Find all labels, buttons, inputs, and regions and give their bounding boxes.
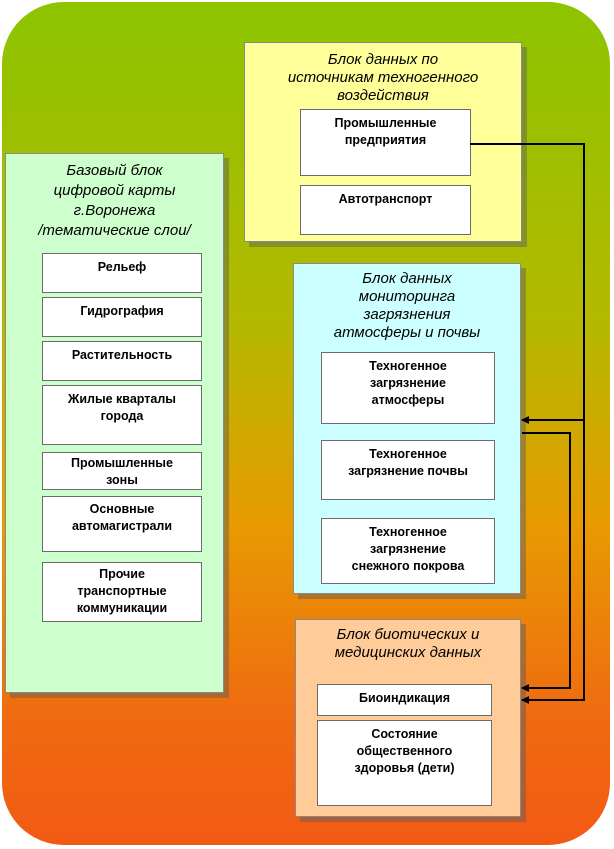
item-motor-transport: Автотранспорт — [300, 185, 471, 235]
connector-monitoring-to-biotic — [521, 432, 571, 692]
block-base-digital-map: Базовый блок цифровой карты г.Воронежа /… — [5, 153, 224, 693]
layer-relief: Рельеф — [42, 253, 202, 293]
block-title: Блок данных мониторинга загрязнения атмо… — [333, 270, 481, 341]
block-title: Блок данных по источникам техногенного в… — [287, 51, 479, 104]
connector-sources-to-biotic — [521, 420, 585, 704]
item-snow-pollution: Техногенное загрязнение снежного покрова — [321, 518, 495, 584]
block-pollution-monitoring: Блок данных мониторинга загрязнения атмо… — [293, 263, 521, 594]
item-children-health: Состояние общественного здоровья (дети) — [317, 720, 492, 806]
block-biotic-medical: Блок биотических и медицинских данных Би… — [295, 619, 521, 817]
block-title: Блок биотических и медицинских данных — [334, 626, 482, 661]
item-soil-pollution: Техногенное загрязнение почвы — [321, 440, 495, 500]
layer-residential-blocks: Жилые кварталы города — [42, 385, 202, 445]
layer-industrial-zones: Промышленные зоны — [42, 452, 202, 490]
layer-hydrography: Гидрография — [42, 297, 202, 337]
connector-sources-to-monitoring — [470, 143, 585, 424]
block-technogenic-sources: Блок данных по источникам техногенного в… — [244, 42, 522, 242]
item-industrial-enterprises: Промышленные предприятия — [300, 109, 471, 176]
item-bioindication: Биоиндикация — [317, 684, 492, 716]
layer-main-highways: Основные автомагистрали — [42, 496, 202, 552]
item-atmosphere-pollution: Техногенное загрязнение атмосферы — [321, 352, 495, 424]
layer-vegetation: Растительность — [42, 341, 202, 381]
layer-other-transport: Прочие транспортные коммуникации — [42, 562, 202, 622]
block-title: Базовый блок цифровой карты г.Воронежа /… — [38, 162, 191, 239]
